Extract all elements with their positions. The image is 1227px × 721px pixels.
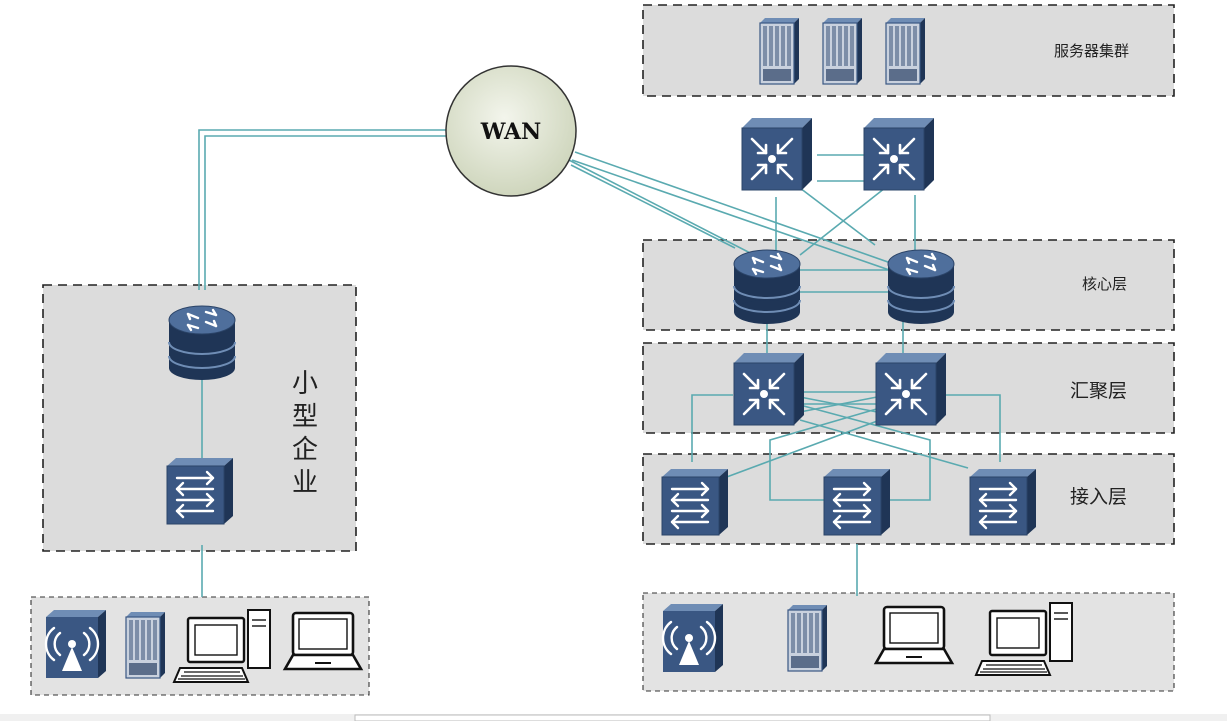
core-router-icon xyxy=(886,248,956,326)
laptop-icon xyxy=(874,605,954,665)
wan-cloud: WAN xyxy=(445,65,577,197)
small-enterprise-char: 业 xyxy=(292,468,318,498)
server-cluster-label: 服务器集群 xyxy=(1054,42,1129,60)
server-icon xyxy=(822,17,863,85)
laptop-icon xyxy=(283,611,363,671)
core-router-icon xyxy=(732,248,802,326)
server-icon xyxy=(125,611,166,679)
server-icon xyxy=(759,17,800,85)
aggregation-switch-icon xyxy=(874,351,948,427)
access-layer-label: 接入层 xyxy=(1070,486,1127,508)
core-switch-icon xyxy=(740,116,814,192)
small-enterprise-switch-icon xyxy=(165,456,235,526)
server-icon xyxy=(885,17,926,85)
core-layer-label: 核心层 xyxy=(1082,275,1127,293)
small-enterprise-char: 型 xyxy=(292,402,318,432)
wireless-ap-icon xyxy=(661,602,725,674)
bottom-panel-edge xyxy=(354,714,991,721)
wan-label: WAN xyxy=(480,119,541,145)
core-switch-icon xyxy=(862,116,936,192)
aggregation-layer-label: 汇聚层 xyxy=(1070,380,1127,402)
access-switch-icon xyxy=(968,467,1038,537)
server-icon xyxy=(787,604,828,672)
small-enterprise-label: 小 型 企 业 xyxy=(292,369,318,498)
access-layer-zone xyxy=(642,453,1175,545)
wireless-ap-icon xyxy=(44,608,108,680)
access-switch-icon xyxy=(822,467,892,537)
access-switch-icon xyxy=(660,467,730,537)
small-enterprise-router-icon xyxy=(167,304,237,382)
small-enterprise-char: 企 xyxy=(292,435,318,465)
small-enterprise-char: 小 xyxy=(292,369,318,399)
aggregation-switch-icon xyxy=(732,351,806,427)
